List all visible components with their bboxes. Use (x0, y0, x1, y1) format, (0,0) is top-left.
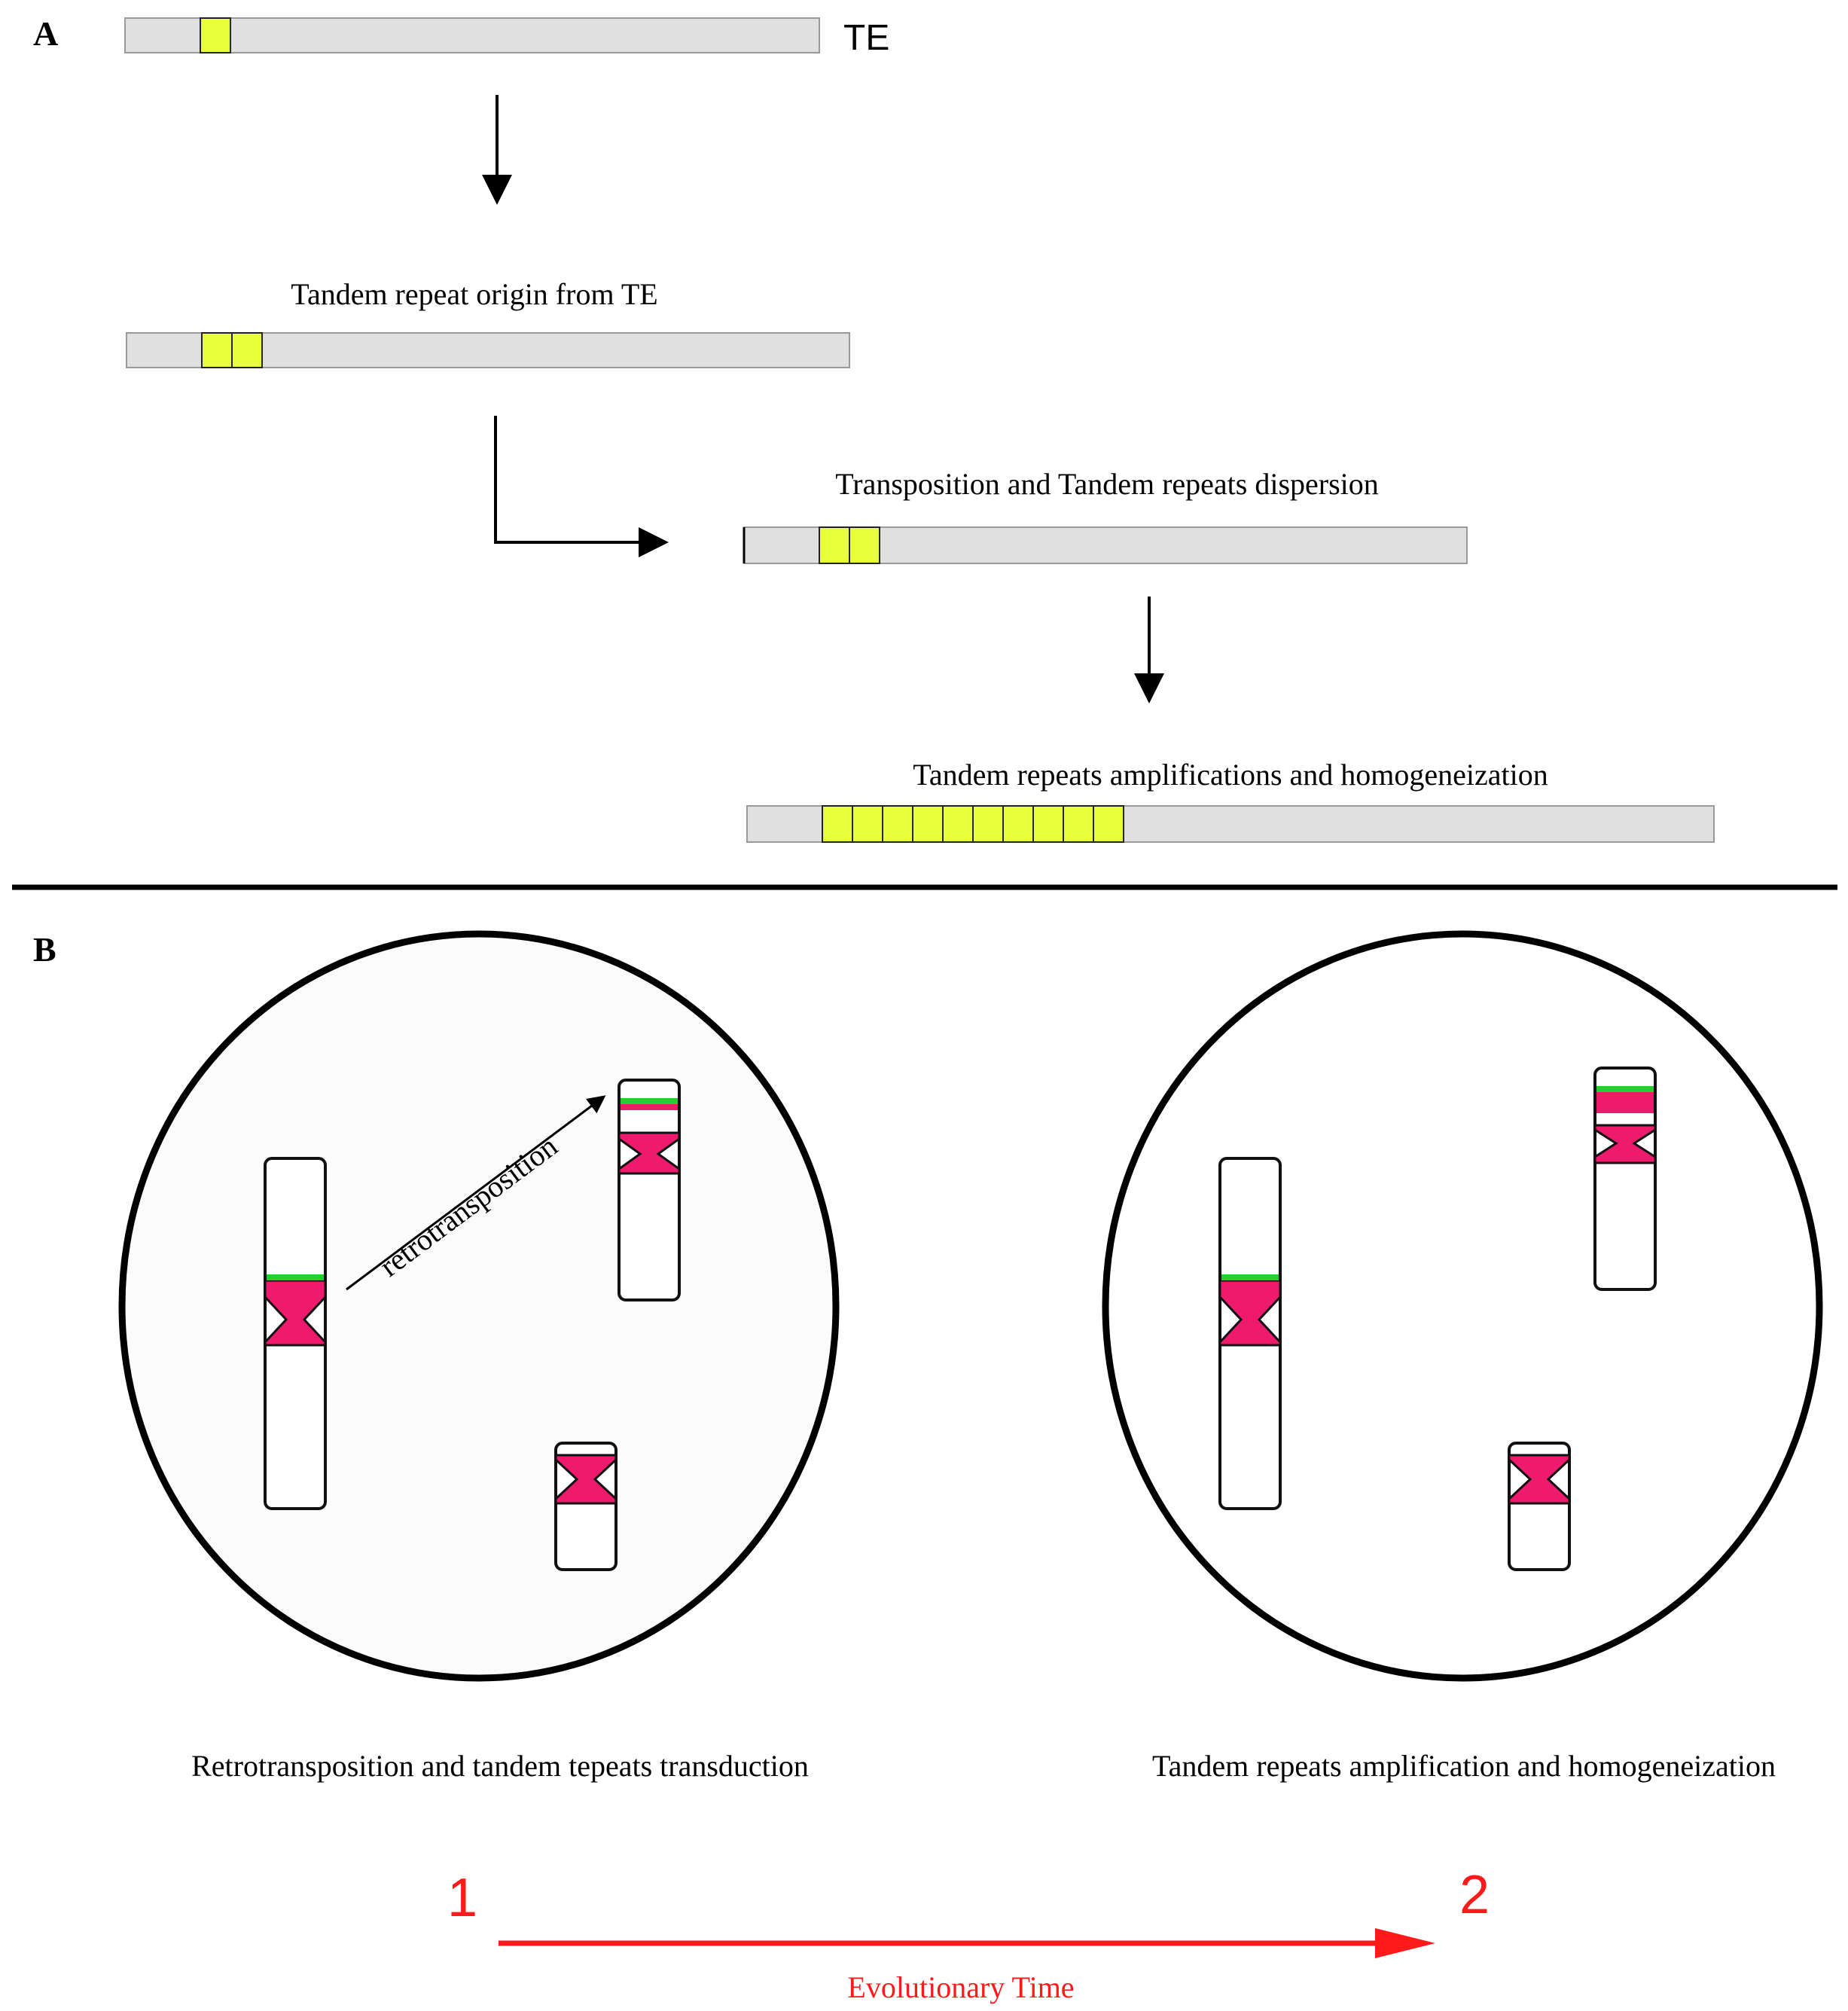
panel-a-letter: A (33, 14, 58, 53)
cell2-small-chromosome (1508, 1442, 1571, 1571)
step3-sequence (746, 805, 1715, 843)
step3-repeat-unit (1002, 805, 1034, 843)
cell2-upper-chromosome (1593, 1067, 1657, 1291)
centromere (1218, 1279, 1282, 1347)
step2-repeat-unit (849, 526, 880, 564)
cell2-large-chromosome (1218, 1157, 1282, 1510)
step1-caption: Tandem repeat origin from TE (291, 277, 657, 311)
cell1-upper-chromosome (618, 1079, 681, 1302)
cell2-caption: Tandem repeats amplification and homogen… (1152, 1749, 1776, 1783)
timeline-label: Evolutionary Time (847, 1970, 1074, 2004)
cell-1-nucleus (118, 930, 840, 1682)
step3-repeat-unit (1063, 805, 1094, 843)
centromere (618, 1131, 681, 1175)
cell-1: retrotransposition (118, 930, 840, 1682)
step1-sequence (126, 332, 850, 368)
evolutionary-timeline: 1 2 Evolutionary Time (447, 1865, 1490, 2004)
step2-repeat-unit (819, 526, 850, 564)
step1-repeat-unit (231, 332, 263, 368)
step3-repeat-array (822, 805, 1124, 843)
step3-repeat-unit (942, 805, 974, 843)
retrotransposition-arrow (346, 1095, 606, 1291)
te-bar (124, 17, 820, 53)
tandem-repeat-band (621, 1098, 678, 1104)
tandem-repeat-band (1596, 1086, 1654, 1092)
step3-caption: Tandem repeats amplifications and homoge… (913, 758, 1548, 792)
cell1-caption: Retrotransposition and tandem tepeats tr… (191, 1749, 809, 1783)
step3-repeat-unit (1032, 805, 1064, 843)
cell1-small-chromosome (554, 1442, 618, 1571)
amplified-repeat-block (1596, 1092, 1654, 1113)
step3-repeat-unit (852, 805, 883, 843)
te-element (124, 17, 820, 53)
panel-b-letter: B (33, 930, 56, 969)
cell1-large-chromosome (264, 1157, 327, 1510)
step3-repeat-unit (972, 805, 1004, 843)
chromosome-body (1593, 1067, 1657, 1291)
centromere (554, 1454, 618, 1505)
step2-caption: Transposition and Tandem repeats dispers… (835, 467, 1379, 501)
tandem-repeat-band (1221, 1274, 1279, 1280)
centromere (264, 1279, 327, 1347)
step2-sequence (743, 526, 1468, 564)
step3-repeat-unit (1093, 805, 1124, 843)
arrow-step-2 (494, 416, 669, 557)
te-label: TE (843, 18, 889, 58)
step1-repeat-unit (201, 332, 233, 368)
tandem-repeat-band (267, 1274, 324, 1280)
timeline-arrow-head (1375, 1928, 1435, 1958)
step3-repeat-unit (882, 805, 913, 843)
chromosome-body (618, 1079, 681, 1302)
te-repeat-unit (200, 17, 231, 53)
step3-repeat-unit (912, 805, 944, 843)
timeline-end-number: 2 (1459, 1865, 1490, 1925)
centromere (1508, 1454, 1571, 1505)
cell-2-nucleus (1102, 930, 1823, 1682)
timeline-start-number: 1 (447, 1868, 477, 1928)
transduced-repeat-band (621, 1104, 678, 1110)
cell-2 (1102, 930, 1823, 1682)
step3-repeat-unit (822, 805, 853, 843)
centromere (1593, 1124, 1657, 1164)
